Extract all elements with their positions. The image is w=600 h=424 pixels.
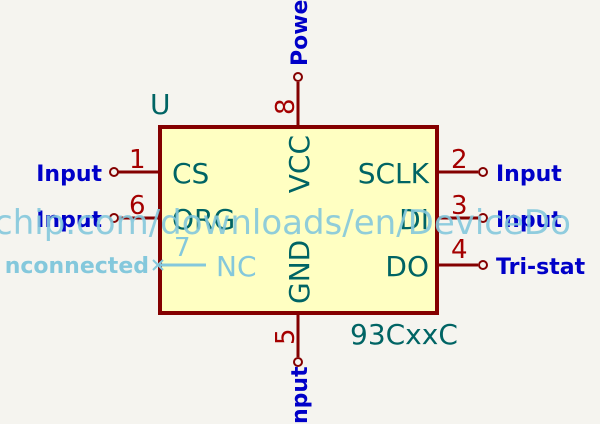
pin-8-number: 8 bbox=[271, 98, 301, 115]
datasheet-url-overlay: chip.com/downloads/en/DeviceDo bbox=[0, 203, 571, 243]
pin-3-type: Input bbox=[496, 208, 562, 233]
pin-5-name: GND bbox=[283, 240, 316, 304]
pin-1: 1 CS Input bbox=[36, 145, 209, 190]
pin-8-type: Powe bbox=[288, 0, 313, 66]
pin-1-number: 1 bbox=[129, 145, 146, 175]
pin-7-type: nconnected bbox=[5, 254, 149, 279]
pin-2-type: Input bbox=[496, 162, 562, 187]
pin-4-number: 4 bbox=[451, 235, 468, 265]
pin-4-name: DO bbox=[385, 250, 429, 283]
pin-2: 2 SCLK Input bbox=[358, 145, 563, 190]
pin-5-number: 5 bbox=[271, 328, 301, 345]
pin-2-endpoint bbox=[478, 167, 488, 177]
pin-4: 4 DO Tri-stat bbox=[385, 235, 585, 283]
pin-6-name: ORG bbox=[172, 203, 235, 236]
reference-designator: U bbox=[150, 88, 171, 121]
pin-7-number: 7 bbox=[174, 233, 191, 263]
pin-3-number: 3 bbox=[451, 191, 468, 221]
component-body bbox=[158, 125, 439, 315]
pin-7: 7 NC nconnected bbox=[5, 233, 257, 283]
pin-4-endpoint bbox=[478, 260, 488, 270]
pin-6-number: 6 bbox=[129, 191, 146, 221]
pin-5-type: nput bbox=[288, 366, 313, 424]
pin-6-type: Input bbox=[36, 208, 102, 233]
pin-7-no-connect-mark bbox=[152, 259, 164, 271]
pin-6-endpoint bbox=[109, 213, 119, 223]
component-value: 93CxxC bbox=[350, 318, 458, 351]
pin-8: 8 VCC Powe bbox=[271, 0, 316, 193]
pin-1-endpoint bbox=[109, 167, 119, 177]
pin-5: 5 GND nput bbox=[271, 240, 316, 424]
pin-6: 6 ORG Input bbox=[36, 191, 235, 236]
pin-8-name: VCC bbox=[283, 135, 316, 193]
pin-3-endpoint bbox=[478, 213, 488, 223]
pin-5-endpoint bbox=[293, 357, 303, 367]
pin-1-type: Input bbox=[36, 162, 102, 187]
pin-2-name: SCLK bbox=[358, 157, 430, 190]
pin-8-endpoint bbox=[293, 72, 303, 82]
pin-7-name: NC bbox=[216, 250, 257, 283]
pin-2-number: 2 bbox=[451, 145, 468, 175]
pin-3: 3 DI Input bbox=[399, 191, 562, 236]
pin-4-type: Tri-stat bbox=[496, 255, 586, 280]
pin-3-name: DI bbox=[399, 203, 429, 236]
pin-1-name: CS bbox=[172, 157, 209, 190]
